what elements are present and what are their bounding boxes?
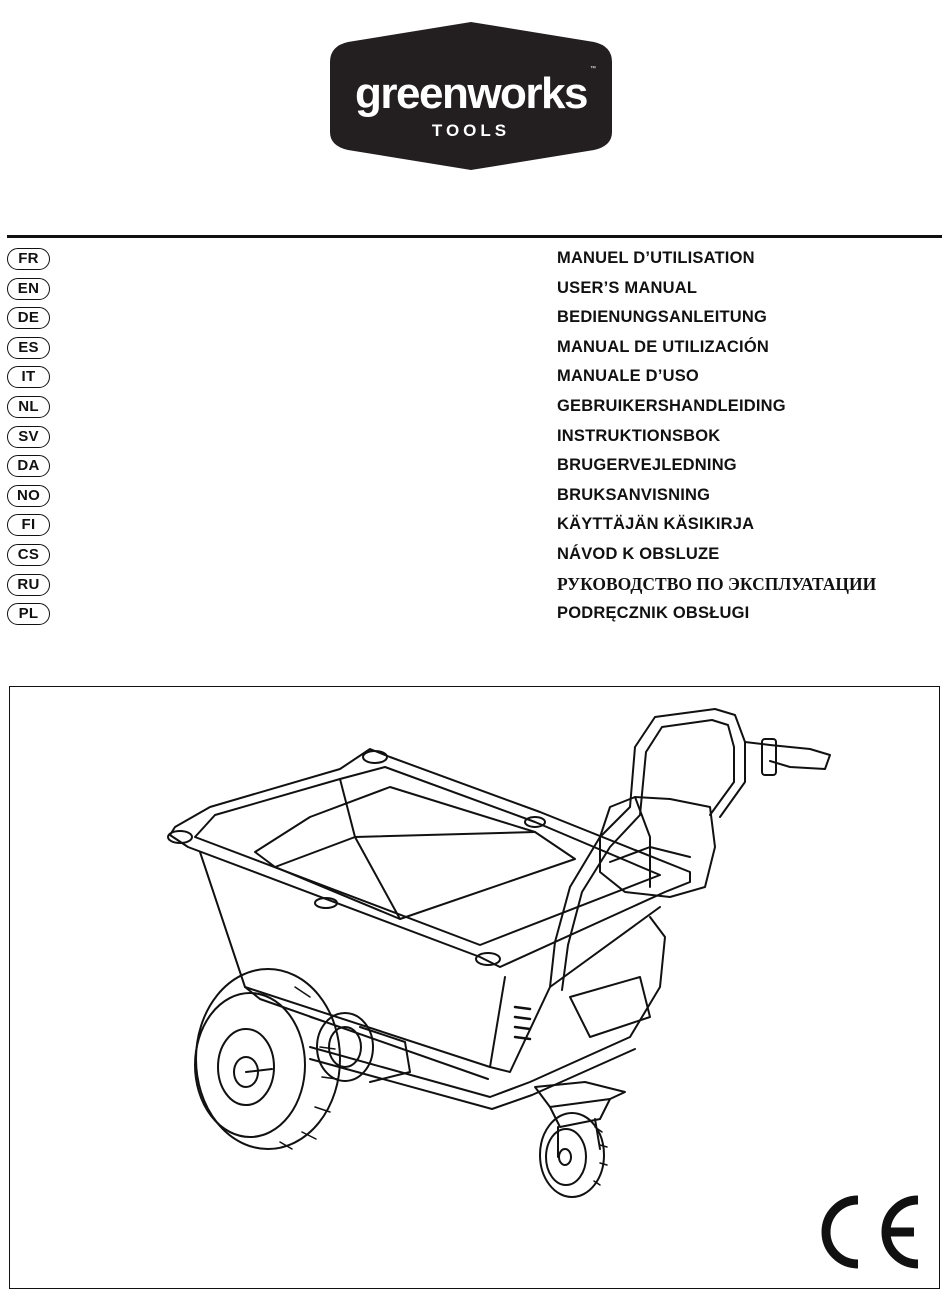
manual-title: MANUALE D’USO (557, 367, 699, 386)
greenworks-logo: greenworks TOOLS ™ (330, 22, 612, 170)
manual-title: BRUGERVEJLEDNING (557, 456, 737, 475)
language-row-ru: RU РУКОВОДСТВО ПО ЭКСПЛУАТАЦИИ (7, 572, 942, 602)
product-illustration-frame (9, 686, 940, 1289)
language-code-badge: PL (7, 603, 50, 626)
language-row-it: IT MANUALE D’USO (7, 364, 942, 394)
language-code-badge: NL (7, 395, 50, 418)
language-code-badge: CS (7, 543, 50, 566)
manual-title: KÄYTTÄJÄN KÄSIKIRJA (557, 515, 755, 534)
manual-title: BEDIENUNGSANLEITUNG (557, 308, 768, 327)
logo-badge-shape (330, 22, 612, 170)
manual-title: BRUKSANVISNING (557, 485, 711, 504)
manual-title: MANUEL D’UTILISATION (557, 249, 755, 267)
language-row-en: EN USER’S MANUAL (7, 276, 942, 306)
manual-title: РУКОВОДСТВО ПО ЭКСПЛУАТАЦИИ (557, 573, 877, 594)
language-row-nl: NL GEBRUIKERSHANDLEIDING (7, 394, 942, 424)
language-code-badge: RU (7, 573, 50, 596)
manual-title: GEBRUIKERSHANDLEIDING (557, 396, 786, 415)
ce-letter-c (821, 1195, 859, 1269)
language-row-fi: FI KÄYTTÄJÄN KÄSIKIRJA (7, 512, 942, 542)
language-row-da: DA BRUGERVEJLEDNING (7, 453, 942, 483)
svg-text:™: ™ (590, 65, 596, 72)
language-code-badge: EN (7, 277, 50, 300)
language-code-badge: FR (7, 248, 50, 270)
language-code-badge: SV (7, 425, 50, 448)
language-code-badge: ES (7, 336, 50, 359)
language-code-badge: DA (7, 455, 50, 478)
logo-subtitle-text: TOOLS (432, 121, 510, 140)
header-divider (7, 235, 942, 238)
language-code-badge: IT (7, 366, 50, 389)
language-row-es: ES MANUAL DE UTILIZACIÓN (7, 335, 942, 365)
manual-title: NÁVOD K OBSLUZE (557, 544, 720, 563)
manual-title: INSTRUKTIONSBOK (557, 426, 721, 445)
language-code-badge: DE (7, 307, 50, 330)
ce-letter-e (881, 1195, 919, 1269)
logo-brand-text: greenworks (355, 69, 587, 118)
language-code-badge: FI (7, 514, 50, 537)
electric-wheelbarrow-illustration (167, 708, 831, 1198)
language-row-de: DE BEDIENUNGSANLEITUNG (7, 305, 942, 335)
language-row-cs: CS NÁVOD K OBSLUZE (7, 542, 942, 572)
language-row-fr: FR MANUEL D’UTILISATION (7, 246, 942, 276)
manual-title: MANUAL DE UTILIZACIÓN (557, 337, 769, 356)
language-row-pl: PL PODRĘCZNIK OBSŁUGI (7, 601, 942, 631)
manual-title: USER’S MANUAL (557, 278, 698, 297)
language-list: FR MANUEL D’UTILISATION EN USER’S MANUAL… (7, 246, 942, 631)
ce-conformity-mark (821, 1195, 919, 1269)
manual-title: PODRĘCZNIK OBSŁUGI (557, 604, 750, 623)
language-row-no: NO BRUKSANVISNING (7, 483, 942, 513)
language-code-badge: NO (7, 484, 50, 507)
language-row-sv: SV INSTRUKTIONSBOK (7, 424, 942, 454)
